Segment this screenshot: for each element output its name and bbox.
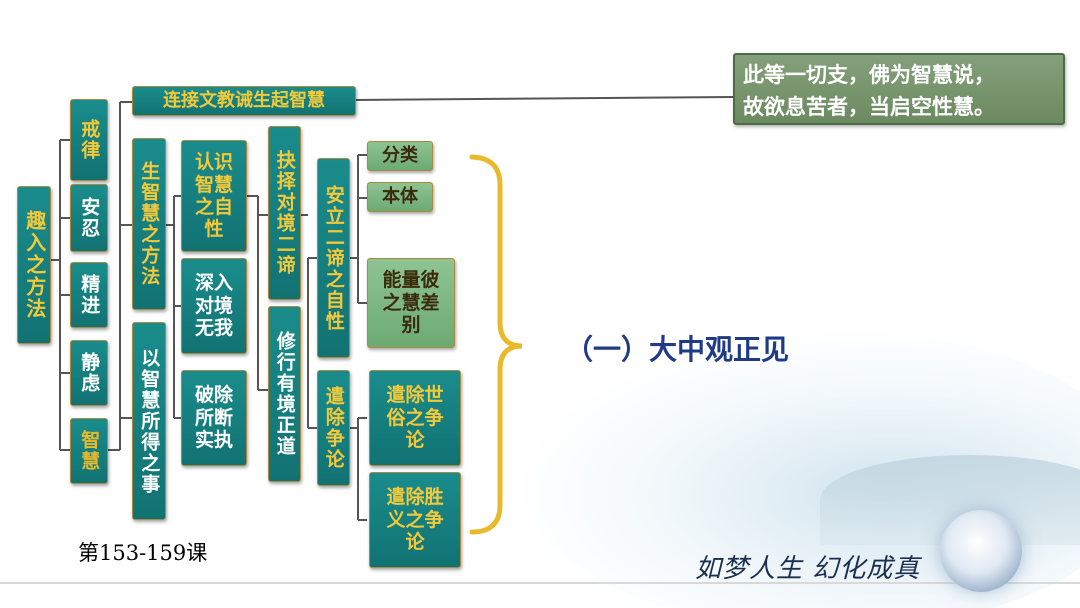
root-node: 趣入之方法 bbox=[17, 186, 51, 344]
node-essence: 本体 bbox=[367, 182, 433, 212]
node-ultimate-debate-label: 遣除胜义之争论 bbox=[386, 486, 444, 554]
node-two-truths: 抉择对境二谛 bbox=[268, 126, 301, 300]
node-meditation: 静虑 bbox=[70, 340, 108, 406]
node-ability-difference-label: 能量彼之慧差别 bbox=[382, 269, 440, 337]
moon-image bbox=[940, 510, 1022, 592]
node-ability-difference: 能量彼之慧差别 bbox=[367, 258, 455, 348]
brace-shape bbox=[469, 154, 523, 535]
node-diligence: 精进 bbox=[70, 262, 108, 328]
section-title: （一）大中观正见 bbox=[565, 333, 790, 366]
brand-text: 如梦人生 幻化成真 bbox=[695, 554, 921, 584]
node-conventional-debate-label: 遣除世俗之争论 bbox=[386, 384, 444, 452]
node-results-of-wisdom: 以智慧所得之事 bbox=[132, 322, 166, 520]
node-break-attachment-label: 破除所断实执 bbox=[194, 384, 233, 452]
node-patience: 安忍 bbox=[70, 184, 108, 252]
node-no-self-label: 深入对境无我 bbox=[194, 272, 233, 340]
node-dispel-debate: 遣除争论 bbox=[317, 370, 350, 486]
verse-line-1: 此等一切支，佛为智慧说， bbox=[743, 62, 995, 87]
node-wisdom: 智慧 bbox=[70, 418, 108, 484]
node-classification: 分类 bbox=[367, 141, 433, 171]
node-precepts: 戒律 bbox=[70, 99, 108, 181]
node-break-attachment: 破除所断实执 bbox=[181, 370, 247, 466]
lesson-range: 第153-159课 bbox=[78, 541, 208, 565]
node-method-generate: 生智慧之方法 bbox=[132, 138, 166, 310]
node-generate-wisdom: 连接文教诫生起智慧 bbox=[132, 86, 356, 116]
verse-quote-box: 此等一切支，佛为智慧说， 故欲息苦者，当启空性慧。 bbox=[733, 53, 1065, 125]
verse-line-2: 故欲息苦者，当启空性慧。 bbox=[743, 94, 995, 119]
node-know-nature: 认识智慧之自性 bbox=[181, 140, 247, 252]
node-no-self: 深入对境无我 bbox=[181, 258, 247, 354]
bottom-rule bbox=[0, 582, 1080, 584]
node-know-nature-label: 认识智慧之自性 bbox=[194, 151, 233, 241]
node-path: 修行有境正道 bbox=[268, 306, 301, 482]
node-establish-nature: 安立二谛之自性 bbox=[317, 158, 350, 358]
node-conventional-debate: 遣除世俗之争论 bbox=[369, 370, 461, 466]
node-ultimate-debate: 遣除胜义之争论 bbox=[369, 472, 461, 568]
